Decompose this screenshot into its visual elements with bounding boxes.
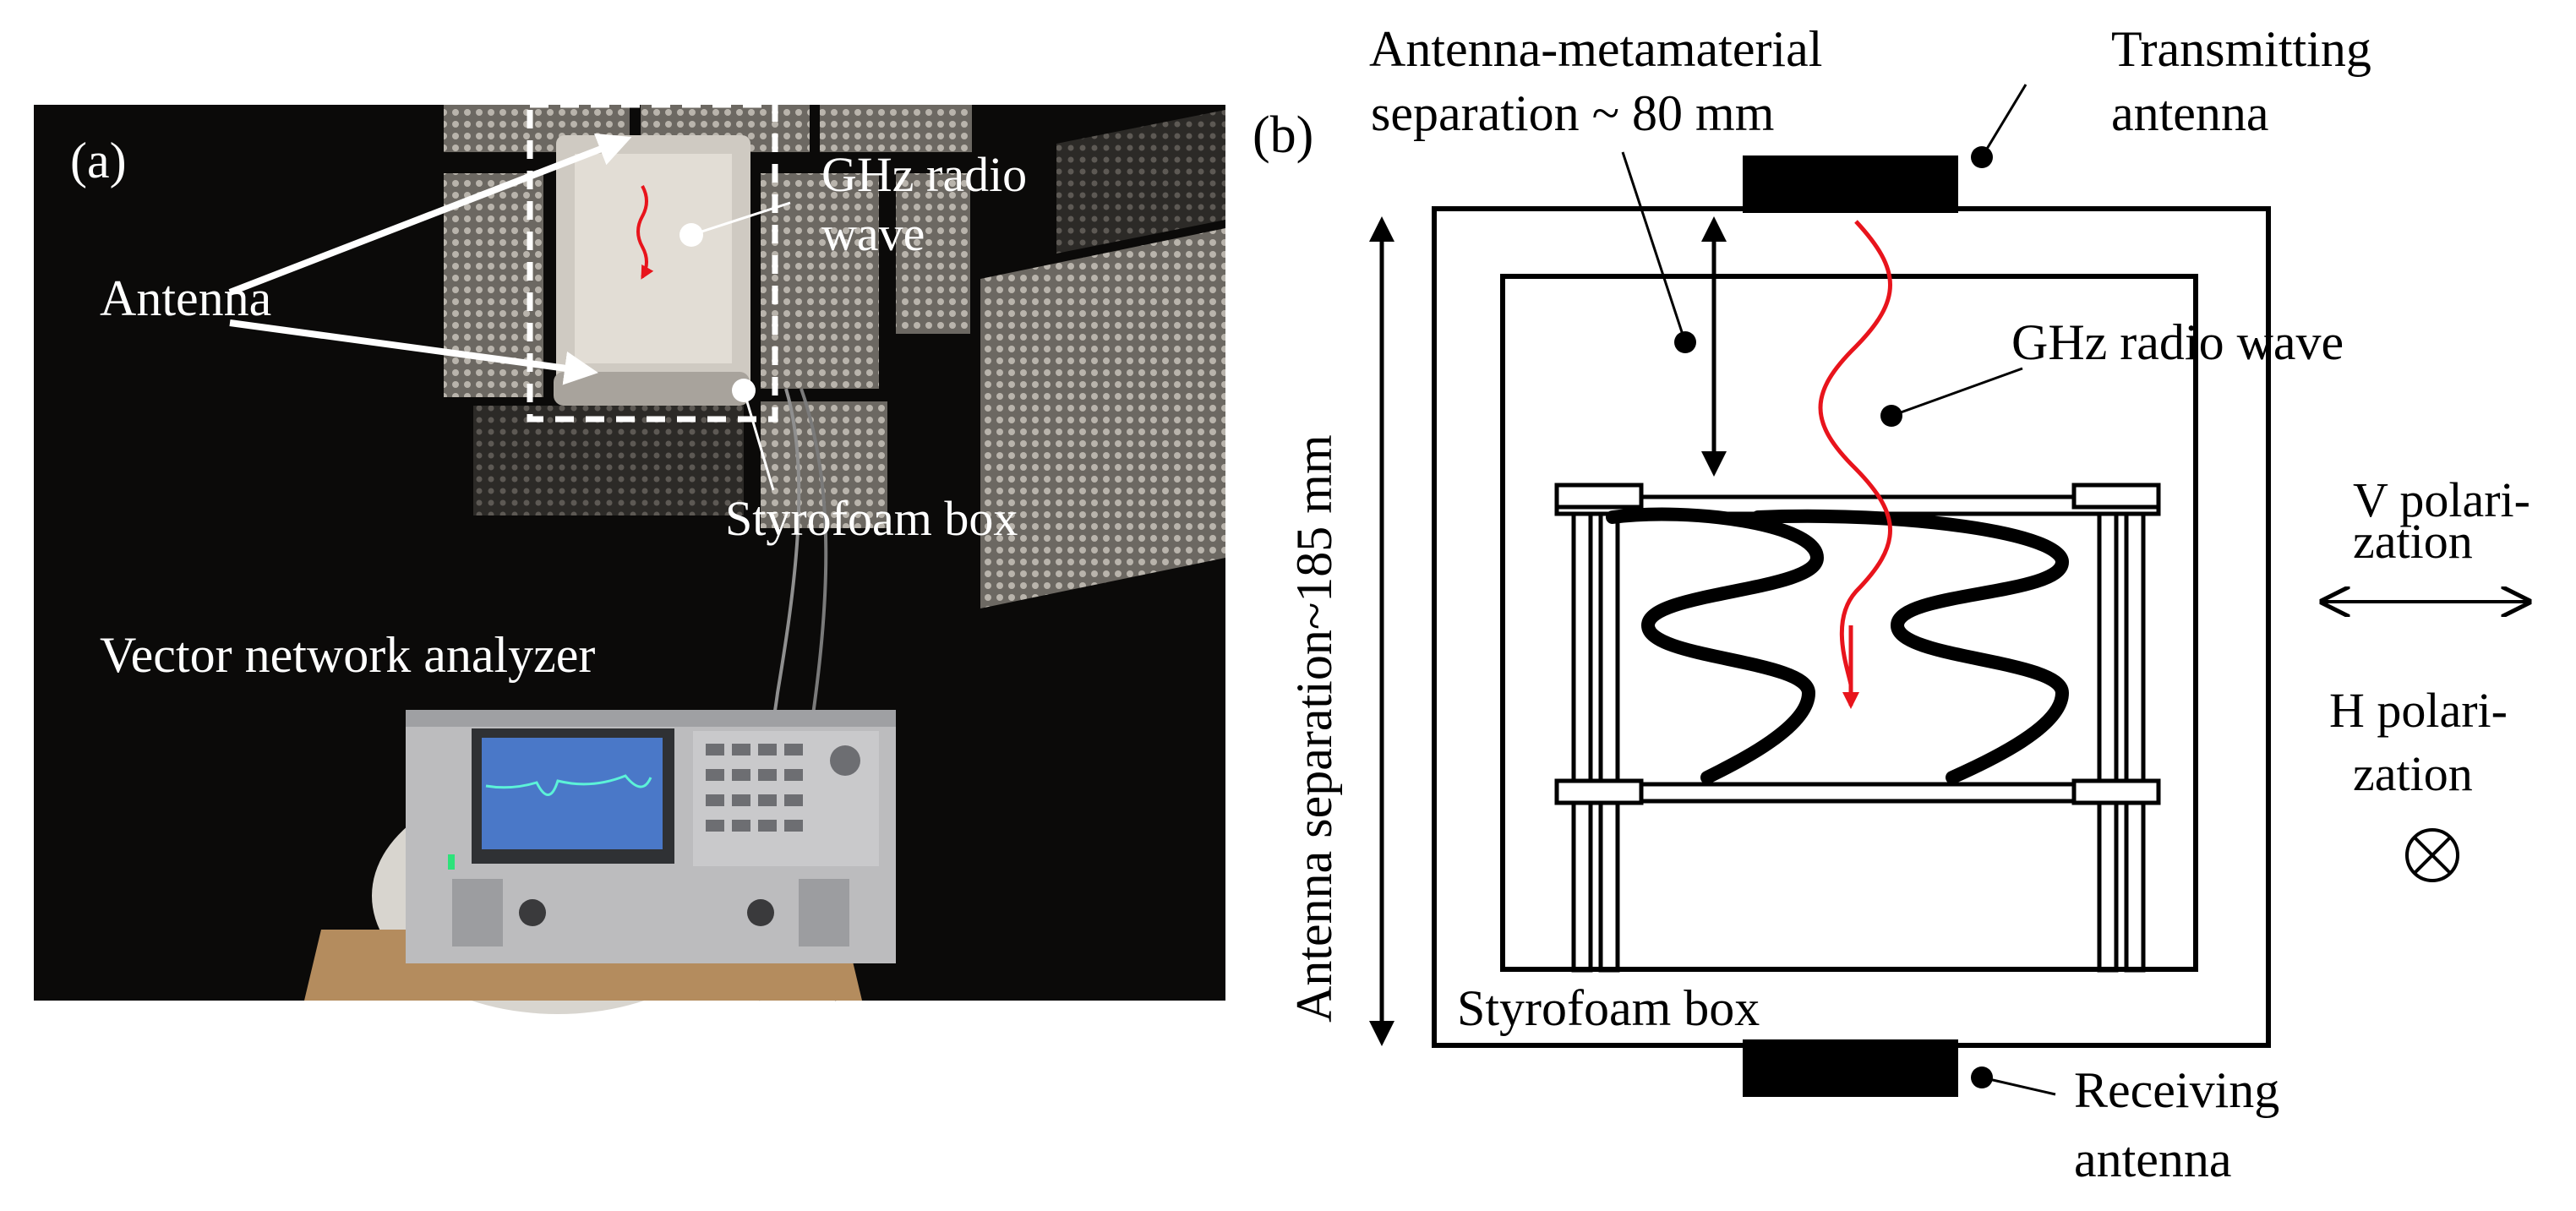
wave-label: GHz radio wave bbox=[2011, 314, 2344, 370]
separation-label-line2: separation ~ 80 mm bbox=[1371, 85, 1774, 141]
antenna-label: Antenna bbox=[100, 270, 271, 326]
dashed-outline bbox=[527, 101, 778, 423]
photo-box-label: Styrofoam box bbox=[725, 491, 1018, 546]
wave-pointer-line bbox=[1891, 367, 2023, 417]
h-polarization-symbol bbox=[2405, 828, 2459, 882]
tx-pointer-dot bbox=[1971, 146, 1993, 168]
foam-panel-angled bbox=[1056, 110, 1225, 254]
antenna-separation-label: Antenna separation~185 mm bbox=[1286, 434, 1342, 1023]
vna-screen bbox=[482, 738, 663, 849]
separation-label-line1: Antenna-metamaterial bbox=[1369, 21, 1822, 77]
vna-port-housing bbox=[799, 879, 849, 946]
panel-b-label: (b) bbox=[1253, 106, 1313, 164]
receiving-antenna bbox=[1743, 1039, 1958, 1097]
tx-label-line2: antenna bbox=[2111, 85, 2269, 141]
vna-power-led bbox=[448, 854, 455, 870]
helix-left bbox=[1606, 507, 1825, 784]
styrofoam-box-inner bbox=[1500, 274, 2198, 972]
foam-panel bbox=[820, 105, 972, 152]
photo-wave-arrow bbox=[636, 185, 654, 280]
rx-pointer-line bbox=[1981, 1076, 2056, 1096]
rx-pointer-dot bbox=[1971, 1066, 1993, 1088]
foam-panel-angled bbox=[980, 228, 1225, 608]
panel-a-label: (a) bbox=[70, 133, 127, 188]
wave-pointer-line bbox=[690, 201, 791, 237]
v-polarization-label-line2: zation bbox=[2353, 514, 2473, 569]
photo-wave-label-line1: GHz radio bbox=[821, 147, 1027, 202]
box-pointer-line bbox=[742, 390, 775, 491]
antenna-arrow-bottom bbox=[229, 319, 598, 385]
vna-trace bbox=[485, 774, 652, 796]
foam-panel bbox=[896, 173, 970, 334]
vna-port bbox=[747, 899, 774, 926]
styrofoam-box-outer bbox=[1432, 206, 2271, 1048]
tx-pointer-line bbox=[1980, 84, 2028, 158]
v-polarization-label-line1: V polari- bbox=[2353, 472, 2530, 527]
panel-a-photo: (a) Antenna GHz radio wave Styrofoam box… bbox=[34, 101, 1225, 1014]
foam-panel bbox=[761, 173, 879, 389]
vna-top-edge bbox=[406, 710, 896, 727]
rx-label-line1: Receiving bbox=[2074, 1062, 2279, 1118]
foam-floor bbox=[473, 406, 744, 515]
panel-b-schematic: (b) bbox=[1253, 21, 2530, 1187]
h-polarization-label-line1: H polari- bbox=[2329, 683, 2508, 738]
h-polarization-label-line2: zation bbox=[2353, 746, 2473, 801]
helix-right bbox=[1751, 509, 2070, 784]
vna-port-housing bbox=[452, 879, 503, 946]
vna-port bbox=[519, 899, 546, 926]
separation-pointer-line bbox=[1621, 151, 1687, 343]
wave-squiggle bbox=[1818, 220, 1892, 685]
wave-pointer-dot bbox=[1880, 405, 1902, 427]
sample-plates bbox=[1554, 483, 2161, 805]
styrofoam-box-base bbox=[554, 372, 750, 406]
vna-label: Vector network analyzer bbox=[100, 627, 595, 683]
tx-label-line1: Transmitting bbox=[2111, 21, 2371, 77]
vna-keys bbox=[706, 744, 860, 832]
rx-label-line2: antenna bbox=[2074, 1132, 2232, 1187]
photo-wave-label-line2: wave bbox=[821, 206, 925, 261]
transmitting-antenna bbox=[1743, 155, 1958, 213]
schematic-box-label: Styrofoam box bbox=[1457, 980, 1760, 1036]
styrofoam-box-inner bbox=[575, 154, 732, 363]
separation-pointer-dot bbox=[1674, 331, 1696, 353]
antenna-arrow-top bbox=[228, 133, 632, 296]
